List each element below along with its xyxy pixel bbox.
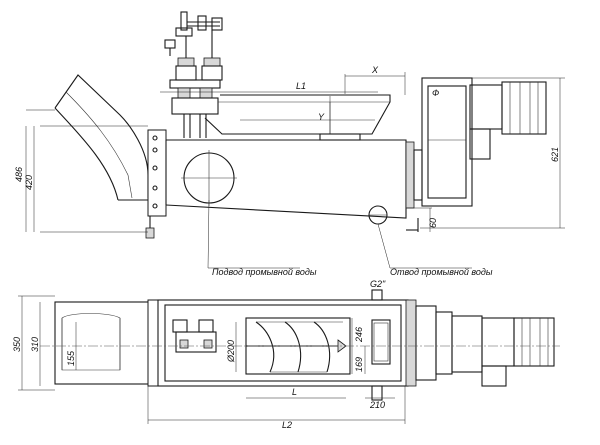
hopper (204, 94, 391, 141)
dim-60-label: 60 (428, 218, 438, 228)
dim-350-label: 350 (12, 337, 22, 352)
label-wash-water-inlet: Подвод промывной воды (212, 267, 317, 277)
main-housing-side (145, 129, 407, 239)
plan-view (18, 289, 560, 424)
inclined-chute (54, 74, 149, 201)
dim-155-label: 155 (66, 350, 76, 366)
inlet-leader-line (207, 199, 210, 269)
label-pipe-g2: G2" (370, 279, 386, 289)
side-elevation-view (25, 11, 565, 269)
plan-view-dimensions (18, 295, 406, 424)
dim-200-label: Ø200 (226, 340, 236, 363)
chute-plan (54, 301, 150, 385)
dim-l1-label: L1 (296, 81, 306, 91)
housing-plan (147, 289, 417, 401)
dim-169-label: 169 (354, 357, 364, 372)
dim-l2-label: L2 (282, 420, 292, 430)
dim-310-label: 310 (30, 337, 40, 352)
dim-x-label: X (371, 65, 379, 75)
phi-mark: Ф (432, 88, 439, 98)
dim-486-label: 486 (14, 167, 24, 182)
valve-assembly-top (164, 11, 223, 138)
label-wash-water-outlet: Отвод промывной воды (390, 267, 493, 277)
dim-210-label: 210 (369, 400, 385, 410)
drive-plan (415, 305, 555, 387)
dim-y-label: Y (318, 112, 325, 122)
dim-l-label: L (292, 387, 297, 397)
dim-246-label: 246 (354, 327, 364, 343)
side-view-dimensions (25, 72, 565, 233)
dim-621-label: 621 (550, 147, 560, 162)
dim-420-label: 420 (24, 175, 34, 190)
outlet-leader-line (377, 223, 391, 269)
drive-gearbox-side (405, 77, 547, 232)
